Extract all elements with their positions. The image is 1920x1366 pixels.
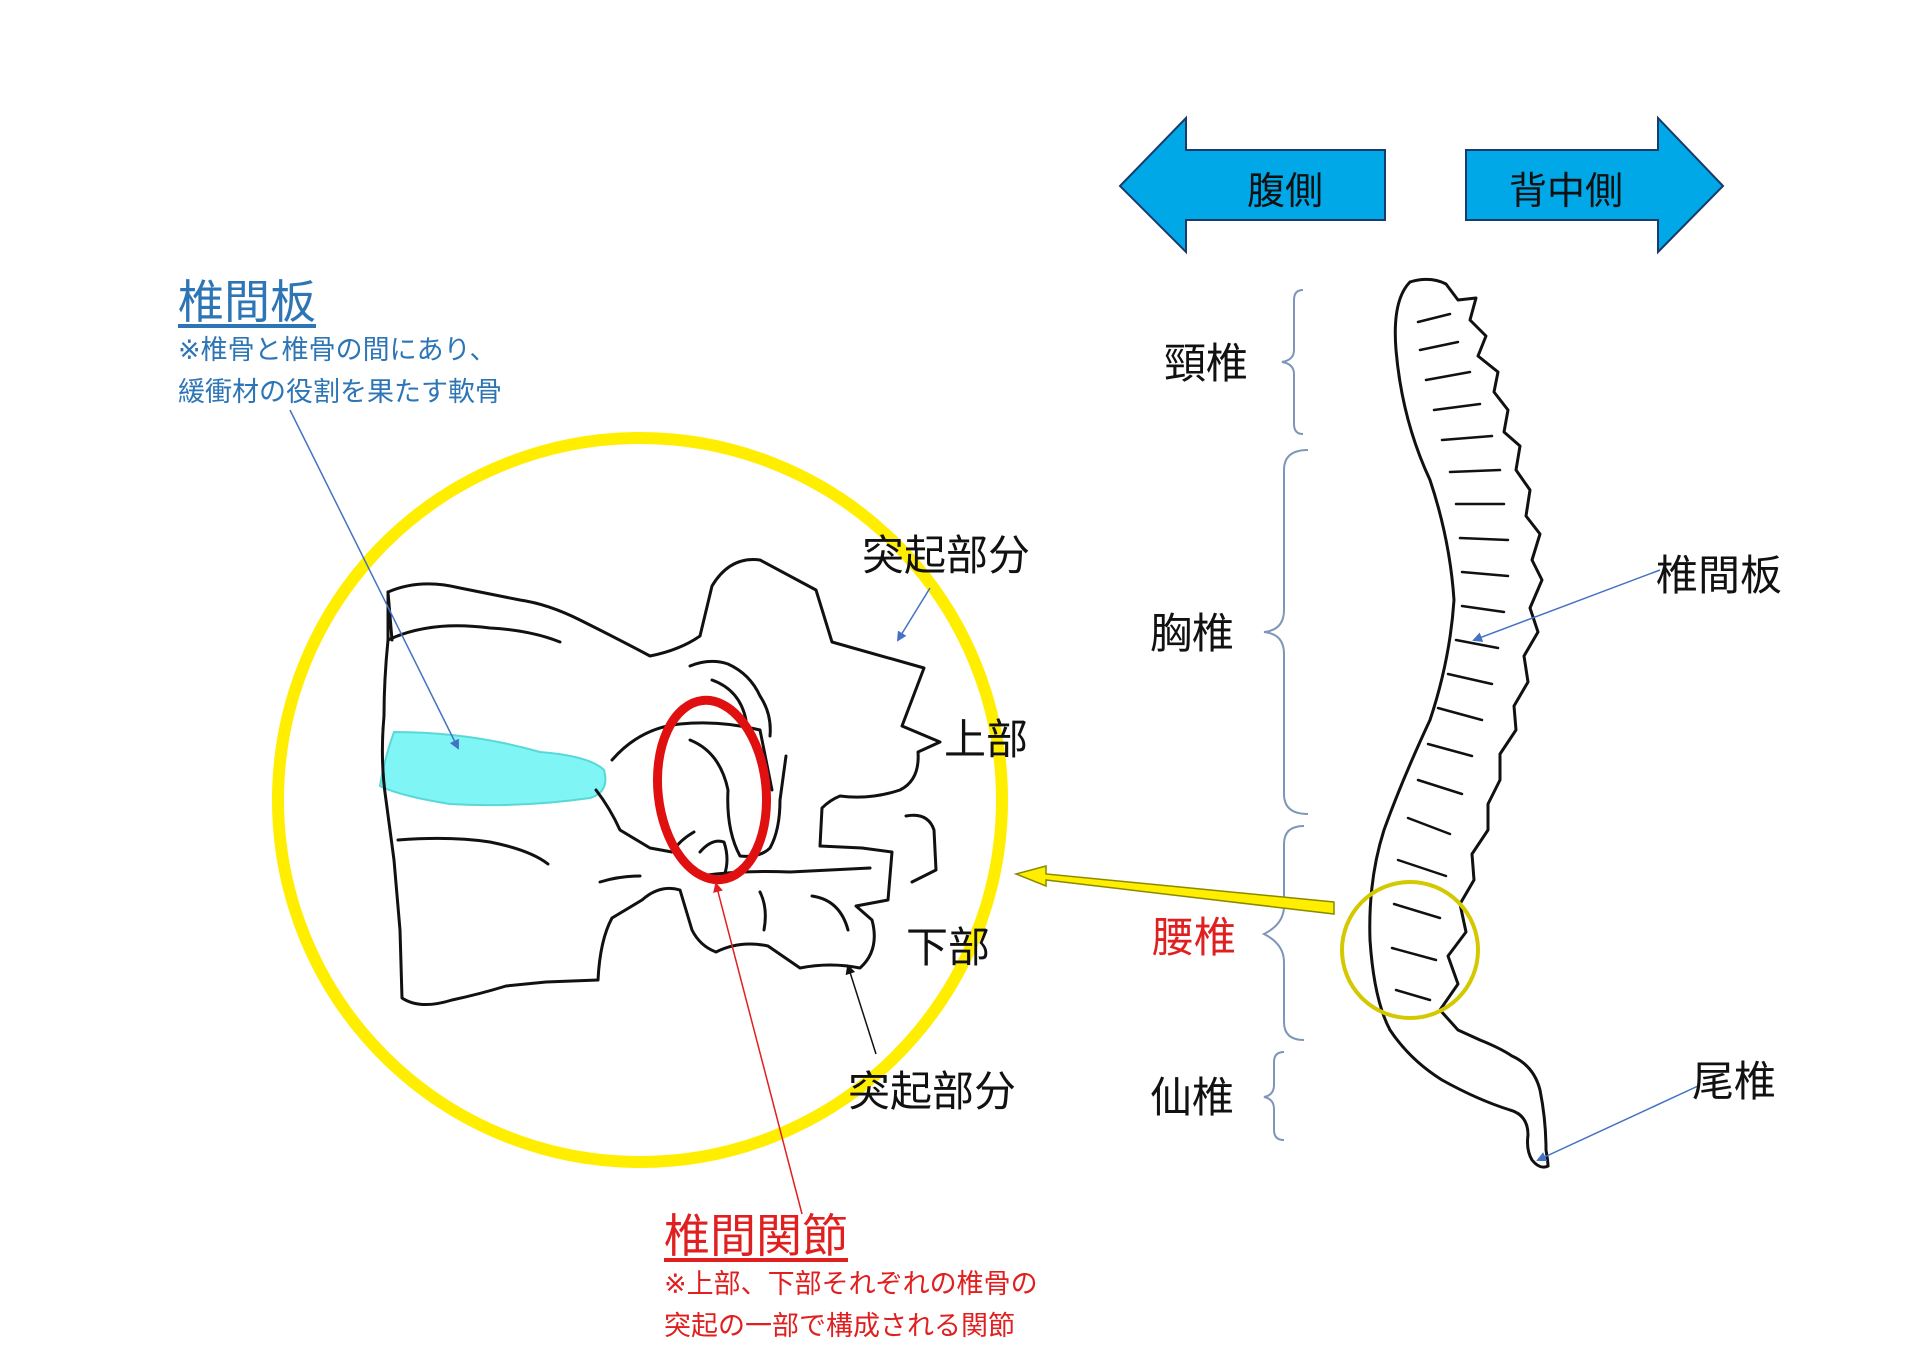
process-bottom-label: 突起部分: [848, 1058, 1016, 1119]
dorsal-label: 背中側: [1486, 160, 1646, 215]
disc-callout-pointer: [290, 410, 458, 748]
lumbar-highlight-circle: [1342, 882, 1478, 1018]
process-bottom-pointer: [848, 966, 876, 1054]
disc-highlight: [380, 732, 605, 805]
thoracic-label: 胸椎: [1150, 600, 1234, 661]
spine-disc-label: 椎間板: [1656, 542, 1782, 603]
coccyx-pointer: [1538, 1086, 1698, 1160]
joint-note-line1: ※上部、下部それぞれの椎骨の: [664, 1264, 1038, 1306]
joint-note-line2: 突起の一部で構成される関節: [664, 1306, 1015, 1348]
spine-outline: [1370, 279, 1548, 1167]
ventral-label: 腹側: [1210, 160, 1360, 215]
lumbar-label: 腰椎: [1152, 904, 1236, 965]
lower-label: 下部: [906, 914, 990, 975]
disc-note-line2: 緩衝材の役割を果たす軟骨: [178, 372, 502, 414]
upper-label: 上部: [944, 706, 1028, 767]
coccyx-label: 尾椎: [1692, 1048, 1776, 1109]
cervical-label: 頸椎: [1164, 330, 1248, 391]
disc-note-line1: ※椎骨と椎骨の間にあり、: [178, 330, 497, 372]
joint-callout-pointer: [716, 884, 802, 1214]
sacral-label: 仙椎: [1150, 1064, 1234, 1125]
joint-note-title: 椎間関節: [664, 1200, 848, 1266]
disc-note-title: 椎間板: [178, 266, 316, 332]
spine-disc-pointer: [1474, 570, 1660, 640]
process-top-label: 突起部分: [862, 522, 1030, 583]
region-brackets: [1264, 290, 1308, 1140]
process-top-pointer: [898, 588, 930, 640]
